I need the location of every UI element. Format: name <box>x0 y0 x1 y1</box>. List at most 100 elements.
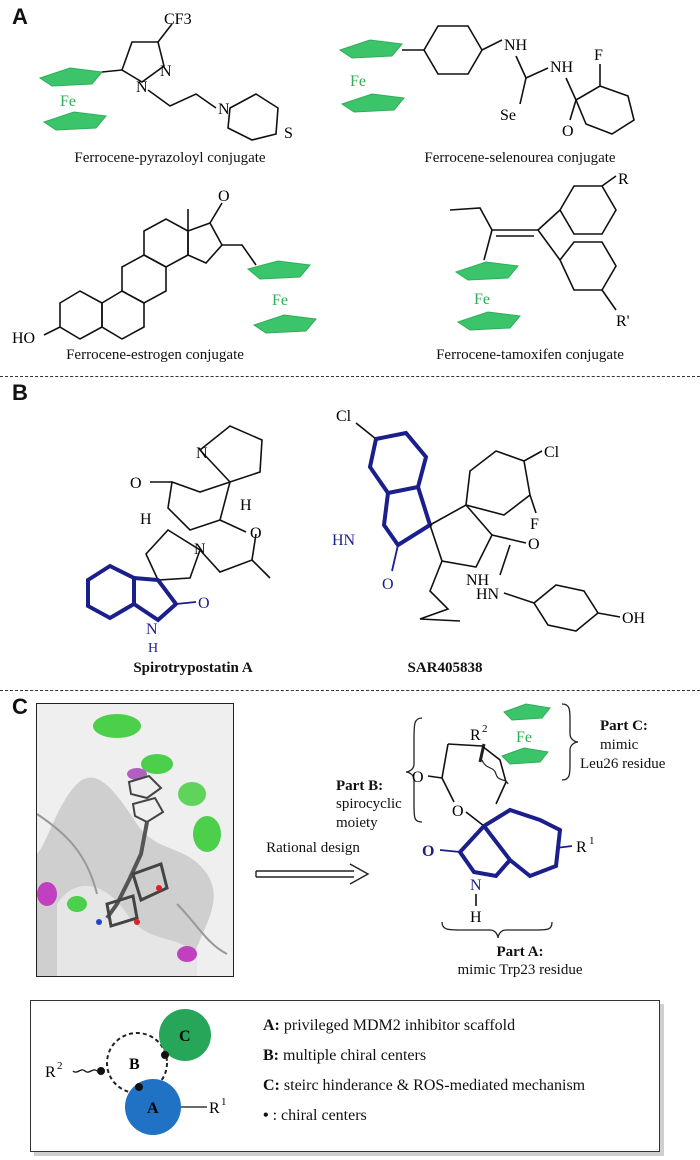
sar405838-structure: Cl HN O Cl F NH O HN OH <box>332 408 646 632</box>
hn-label-2: HN <box>476 586 500 603</box>
cl-label-1: Cl <box>336 408 352 425</box>
o-label-1: O <box>382 576 394 593</box>
spirotrypostatin-structure: N O H H O N O N H <box>86 425 271 656</box>
legend-r2-sup: 2 <box>57 1060 63 1072</box>
cp-ring-top <box>38 67 103 87</box>
part-c-desc-1: mimic <box>600 737 639 753</box>
h-label-1: H <box>240 497 252 514</box>
n-label: N <box>470 877 482 894</box>
panel-b-label: B <box>12 380 28 405</box>
r-prime-label: R' <box>616 313 630 330</box>
cp-ring-bottom <box>42 111 107 131</box>
n-label-3: N <box>146 621 158 638</box>
oh-label: OH <box>622 610 646 627</box>
ferrocene-selenourea-structure: Fe NH Se NH O F <box>338 25 635 140</box>
panel-c-label: C <box>12 694 28 719</box>
node-a-circle <box>125 1079 181 1135</box>
se-label: Se <box>500 107 516 124</box>
node-b-ring <box>106 1032 168 1094</box>
r2-label: R <box>470 727 481 744</box>
nh-label-1: NH <box>466 572 490 589</box>
divider-a-b <box>0 376 700 377</box>
r1-label: R <box>576 839 587 856</box>
r2-sup: 2 <box>482 723 488 735</box>
legend-box: B C A R 2 R 1 A: privileged MDM2 inhibit… <box>30 1000 660 1152</box>
legend-item-chiral: • : chiral centers <box>263 1107 367 1124</box>
ferrocene-pyrazoloyl-structure: Fe CF3 N N N S <box>38 11 293 142</box>
n-label-2: N <box>136 79 148 96</box>
cp-ring-bottom <box>456 311 521 331</box>
cp-ring-bottom <box>501 747 549 765</box>
ho-label: HO <box>12 330 35 347</box>
arrow-label: Rational design <box>266 840 360 856</box>
part-a-title: Part A: <box>496 944 544 960</box>
h-label: H <box>470 909 482 926</box>
o-label: O <box>218 188 230 205</box>
caption-tamoxifen: Ferrocene-tamoxifen conjugate <box>436 347 624 363</box>
part-b-desc-1: spirocyclic <box>336 796 402 812</box>
n-label-1: N <box>160 63 172 80</box>
panel-a-label: A <box>12 4 28 29</box>
node-a-label: A <box>147 1100 159 1117</box>
ferrocene-tamoxifen-structure: R R' Fe <box>449 171 630 331</box>
fe-label: Fe <box>474 291 490 308</box>
legend-item-b: B: multiple chiral centers <box>263 1047 427 1064</box>
f-label: F <box>594 47 603 64</box>
o-label-2: O <box>452 803 464 820</box>
part-c-desc-2: Leu26 residue <box>580 756 666 772</box>
cl-label-2: Cl <box>544 444 560 461</box>
legend-r1: R <box>209 1100 220 1117</box>
r-label: R <box>618 171 629 188</box>
f-label: F <box>530 516 539 533</box>
o-label-2: O <box>250 525 262 542</box>
caption-spirotrypostatin: Spirotrypostatin A <box>133 660 253 676</box>
o-label-1: O <box>130 475 142 492</box>
node-c-circle <box>159 1009 211 1061</box>
caption-estrogen: Ferrocene-estrogen conjugate <box>66 347 244 363</box>
caption-sar405838: SAR405838 <box>407 660 483 676</box>
part-a-desc: mimic Trp23 residue <box>457 962 583 978</box>
part-c-title: Part C: <box>600 718 648 734</box>
cp-ring-bottom <box>252 314 317 334</box>
fe-label: Fe <box>350 73 366 90</box>
designed-scaffold-structure: Fe R 2 O O O N H R 1 <box>405 703 595 939</box>
legend-item-c: C: steirc hinderance & ROS-mediated mech… <box>263 1077 586 1094</box>
o-label-1: O <box>412 769 424 786</box>
o-label-3: O <box>422 843 434 860</box>
hn-label-1: HN <box>332 532 356 549</box>
node-b-label: B <box>129 1056 140 1073</box>
cp-ring-top <box>246 260 311 280</box>
o-label: O <box>562 123 574 140</box>
legend-item-a: A: privileged MDM2 inhibitor scaffold <box>263 1017 516 1034</box>
n-label-1: N <box>196 445 208 462</box>
divider-b-c <box>0 690 700 691</box>
legend-schematic: B C A R 2 R 1 <box>45 1009 227 1135</box>
cp-ring-top <box>338 39 403 59</box>
cp-ring-bottom <box>340 93 405 113</box>
h-label-3: H <box>148 641 158 656</box>
legend-r1-sup: 1 <box>221 1096 227 1108</box>
cp-ring-top <box>503 703 551 721</box>
docking-surface <box>37 704 233 976</box>
caption-selenourea: Ferrocene-selenourea conjugate <box>424 150 616 166</box>
ferrocene-estrogen-structure: O HO Fe <box>12 188 317 347</box>
cp-ring-top <box>454 261 519 281</box>
node-c-label: C <box>179 1028 191 1045</box>
o-label-2: O <box>528 536 540 553</box>
h-label-2: H <box>140 511 152 528</box>
docking-pose-image <box>36 703 234 977</box>
nh-label-2: NH <box>550 59 574 76</box>
nh-label-1: NH <box>504 37 528 54</box>
cf3-label: CF3 <box>164 11 192 28</box>
design-arrow <box>255 863 370 885</box>
caption-pyrazoloyl: Ferrocene-pyrazoloyl conjugate <box>74 150 266 166</box>
r1-sup: 1 <box>589 835 595 847</box>
n-label-3: N <box>218 101 230 118</box>
s-label: S <box>284 125 293 142</box>
fe-label: Fe <box>272 292 288 309</box>
fe-label: Fe <box>516 729 532 746</box>
part-b-desc-2: moiety <box>336 815 378 831</box>
part-b-title: Part B: <box>336 778 384 794</box>
fe-label: Fe <box>60 93 76 110</box>
legend-r2: R <box>45 1064 56 1081</box>
